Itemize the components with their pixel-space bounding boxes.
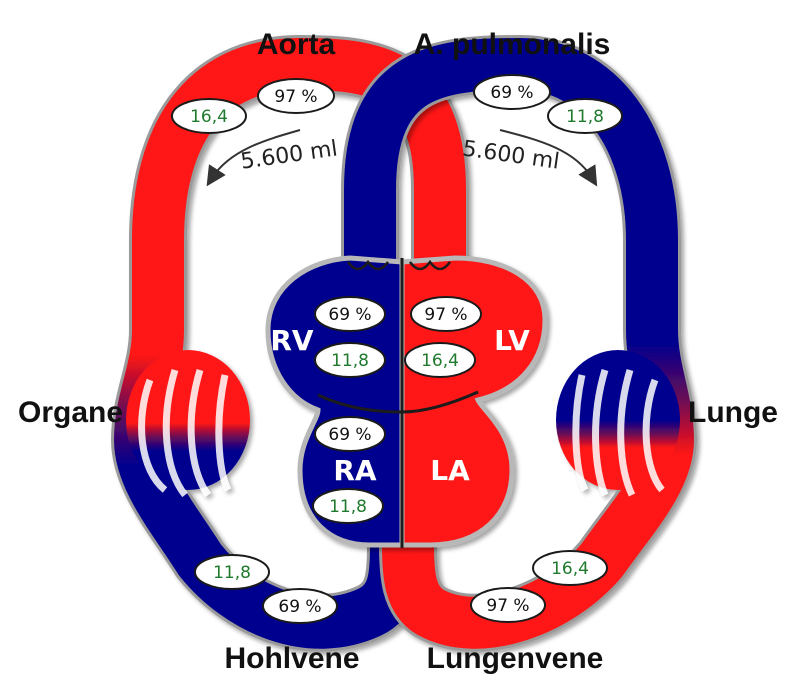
pulmonary-loop xyxy=(341,34,698,652)
pulmonalis-label: A. pulmonalis xyxy=(414,28,611,61)
vc-sat-badge xyxy=(262,588,338,624)
systemic-volume: 5.600 ml xyxy=(239,136,339,174)
vena-cava-label: Hohlvene xyxy=(224,642,359,675)
aorta-o2-badge xyxy=(171,98,247,134)
badges xyxy=(171,74,623,624)
lung-capillaries xyxy=(556,350,680,497)
ra-o2-badge xyxy=(312,488,384,524)
pv-sat-badge xyxy=(470,587,546,623)
lv-o2-badge xyxy=(404,342,476,378)
rv-sat-text: 69 % xyxy=(328,305,371,325)
pulm-o2-text: 11,8 xyxy=(566,107,604,127)
lv-label: LV xyxy=(494,324,530,357)
pulmonary-flow-arrow xyxy=(499,129,598,187)
aorta-label: Aorta xyxy=(257,28,336,61)
aorta-o2-text: 16,4 xyxy=(190,107,228,127)
systemic-loop xyxy=(110,34,469,652)
aorta-sat-badge xyxy=(257,78,335,114)
ra-sat-text: 69 % xyxy=(328,425,371,445)
vc-o2-text: 11,8 xyxy=(213,563,251,583)
pulm-sat-text: 69 % xyxy=(490,83,533,103)
aorta-sat-text: 97 % xyxy=(274,87,317,107)
pv-o2-text: 16,4 xyxy=(551,559,589,579)
rv-sat-badge xyxy=(314,296,386,332)
lv-sat-text: 97 % xyxy=(424,305,467,325)
ra-o2-text: 11,8 xyxy=(329,497,367,517)
la-label: LA xyxy=(430,454,470,487)
vc-o2-badge xyxy=(194,554,270,590)
organ-capillaries xyxy=(126,350,250,498)
rv-o2-badge xyxy=(314,342,386,378)
pulmonary-vein-label: Lungenvene xyxy=(427,642,604,675)
rv-label: RV xyxy=(270,324,314,357)
pv-sat-text: 97 % xyxy=(486,596,529,616)
pv-o2-badge xyxy=(532,550,608,586)
ra-sat-badge xyxy=(314,416,386,452)
systemic-flow-arrow xyxy=(206,129,301,187)
organs-label: Organe xyxy=(18,396,123,429)
vc-sat-text: 69 % xyxy=(278,597,321,617)
rv-o2-text: 11,8 xyxy=(331,351,369,371)
ra-label: RA xyxy=(333,454,377,487)
lv-sat-badge xyxy=(410,296,482,332)
pulm-o2-badge xyxy=(547,98,623,134)
lv-o2-text: 16,4 xyxy=(421,351,459,371)
pulm-sat-badge xyxy=(473,74,551,110)
heart xyxy=(265,255,548,548)
pulmonary-volume: 5.600 ml xyxy=(461,136,561,174)
lung-label: Lunge xyxy=(688,396,778,429)
